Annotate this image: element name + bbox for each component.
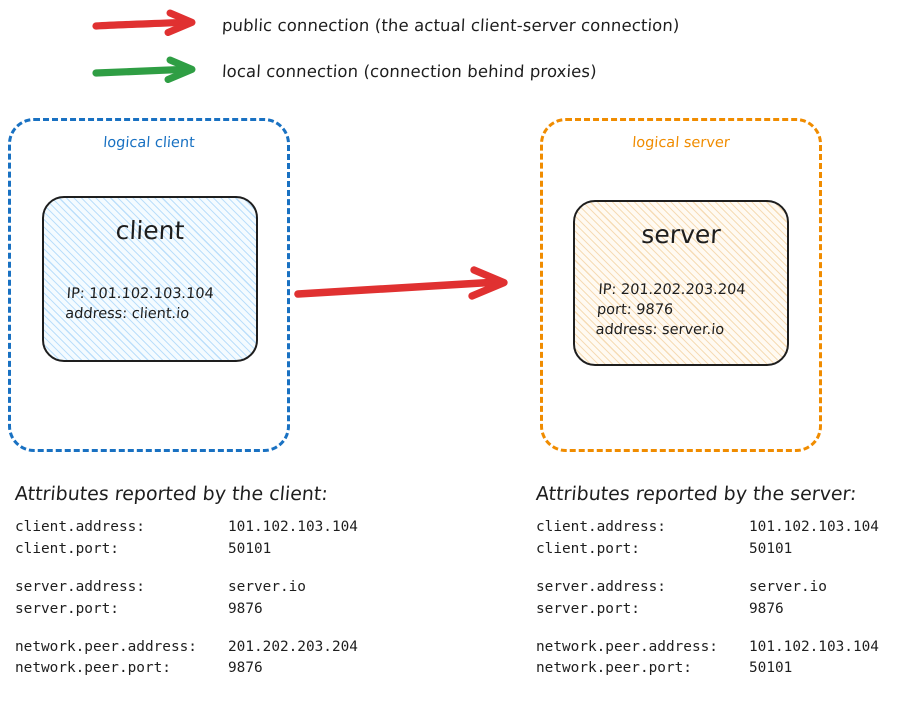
server-node-detail-port: port: 9876	[596, 302, 674, 318]
server-node: server IP: 201.202.203.204 port: 9876 ad…	[573, 200, 789, 366]
attribute-key: network.peer.address:	[536, 638, 718, 655]
attribute-key: client.port:	[15, 540, 119, 557]
attribute-value: server.io	[749, 578, 827, 595]
legend-label-public-connection: public connection (the actual client-ser…	[221, 15, 680, 35]
attribute-row: server.address: server.io	[15, 577, 358, 599]
attribute-value: 9876	[228, 600, 263, 617]
attribute-group: server.address: server.io server.port: 9…	[536, 577, 879, 621]
attribute-value: 101.102.103.104	[749, 638, 879, 655]
attribute-row: client.port: 50101	[536, 539, 879, 561]
attribute-value: 101.102.103.104	[749, 519, 879, 535]
legend-item-public-connection: public connection (the actual client-ser…	[92, 8, 680, 42]
legend-item-local-connection: local connection (connection behind prox…	[92, 54, 597, 88]
server-node-title: server	[640, 220, 722, 249]
attribute-key: client.port:	[536, 540, 640, 557]
attribute-row: network.peer.address: 101.102.103.104	[536, 637, 879, 659]
server-node-details: IP: 201.202.203.204 port: 9876 address: …	[595, 280, 746, 340]
attribute-value: 101.102.103.104	[228, 519, 358, 535]
attribute-value: 9876	[749, 600, 784, 617]
client-attributes-heading: Attributes reported by the client:	[14, 483, 329, 505]
server-node-detail-address: address: server.io	[595, 322, 725, 338]
attribute-key: network.peer.port:	[15, 660, 171, 677]
attribute-row: server.port: 9876	[15, 599, 358, 621]
logical-client-container: logical client	[8, 118, 290, 452]
attribute-group: network.peer.address: 201.202.203.204 ne…	[15, 637, 358, 681]
attribute-key: client.address:	[15, 519, 145, 535]
legend-label-local-connection: local connection (connection behind prox…	[221, 61, 598, 81]
attribute-row: server.address: server.io	[536, 577, 879, 599]
client-node-title: client	[114, 216, 186, 245]
attribute-row: network.peer.address: 201.202.203.204	[15, 637, 358, 659]
attribute-row: server.port: 9876	[536, 599, 879, 621]
logical-server-container: logical server	[540, 118, 822, 452]
arrow-right-icon	[294, 266, 508, 300]
client-node: client IP: 101.102.103.104 address: clie…	[42, 196, 258, 362]
attribute-group: network.peer.address: 101.102.103.104 ne…	[536, 637, 879, 681]
attribute-value: 9876	[228, 660, 263, 677]
server-attributes-panel: Attributes reported by the server: clien…	[535, 483, 879, 681]
attribute-row: client.address: 101.102.103.104	[536, 517, 879, 539]
client-node-detail-ip: IP: 101.102.103.104	[66, 286, 215, 302]
attribute-group: client.address: 101.102.103.104 client.p…	[536, 517, 879, 561]
server-attributes-heading: Attributes reported by the server:	[535, 483, 858, 505]
logical-client-label: logical client	[102, 135, 196, 151]
attribute-row: network.peer.port: 9876	[15, 658, 358, 680]
attribute-row: client.address: 101.102.103.104	[15, 517, 358, 539]
attribute-value: 201.202.203.204	[228, 638, 358, 655]
arrow-right-icon	[92, 56, 196, 83]
attribute-row: network.peer.port: 50101	[536, 658, 879, 680]
attribute-key: server.port:	[536, 600, 640, 617]
logical-server-label: logical server	[631, 135, 731, 151]
client-attributes-panel: Attributes reported by the client: clien…	[14, 483, 358, 681]
attribute-row: client.port: 50101	[15, 539, 358, 561]
client-node-detail-address: address: client.io	[64, 306, 190, 322]
attribute-group: client.address: 101.102.103.104 client.p…	[15, 517, 358, 561]
client-node-details: IP: 101.102.103.104 address: client.io	[65, 284, 215, 324]
attribute-group: server.address: server.io server.port: 9…	[15, 577, 358, 621]
server-node-detail-ip: IP: 201.202.203.204	[597, 282, 747, 298]
attribute-key: server.address:	[15, 578, 145, 595]
attribute-key: server.port:	[15, 600, 119, 617]
attribute-key: server.address:	[536, 578, 666, 595]
arrow-right-icon	[92, 9, 196, 36]
attribute-value: 50101	[228, 540, 272, 557]
attribute-key: network.peer.port:	[536, 660, 692, 677]
attribute-key: network.peer.address:	[15, 638, 197, 655]
attribute-key: client.address:	[536, 519, 666, 535]
attribute-value: 50101	[749, 540, 793, 557]
attribute-value: server.io	[228, 578, 306, 595]
attribute-value: 50101	[749, 660, 793, 677]
